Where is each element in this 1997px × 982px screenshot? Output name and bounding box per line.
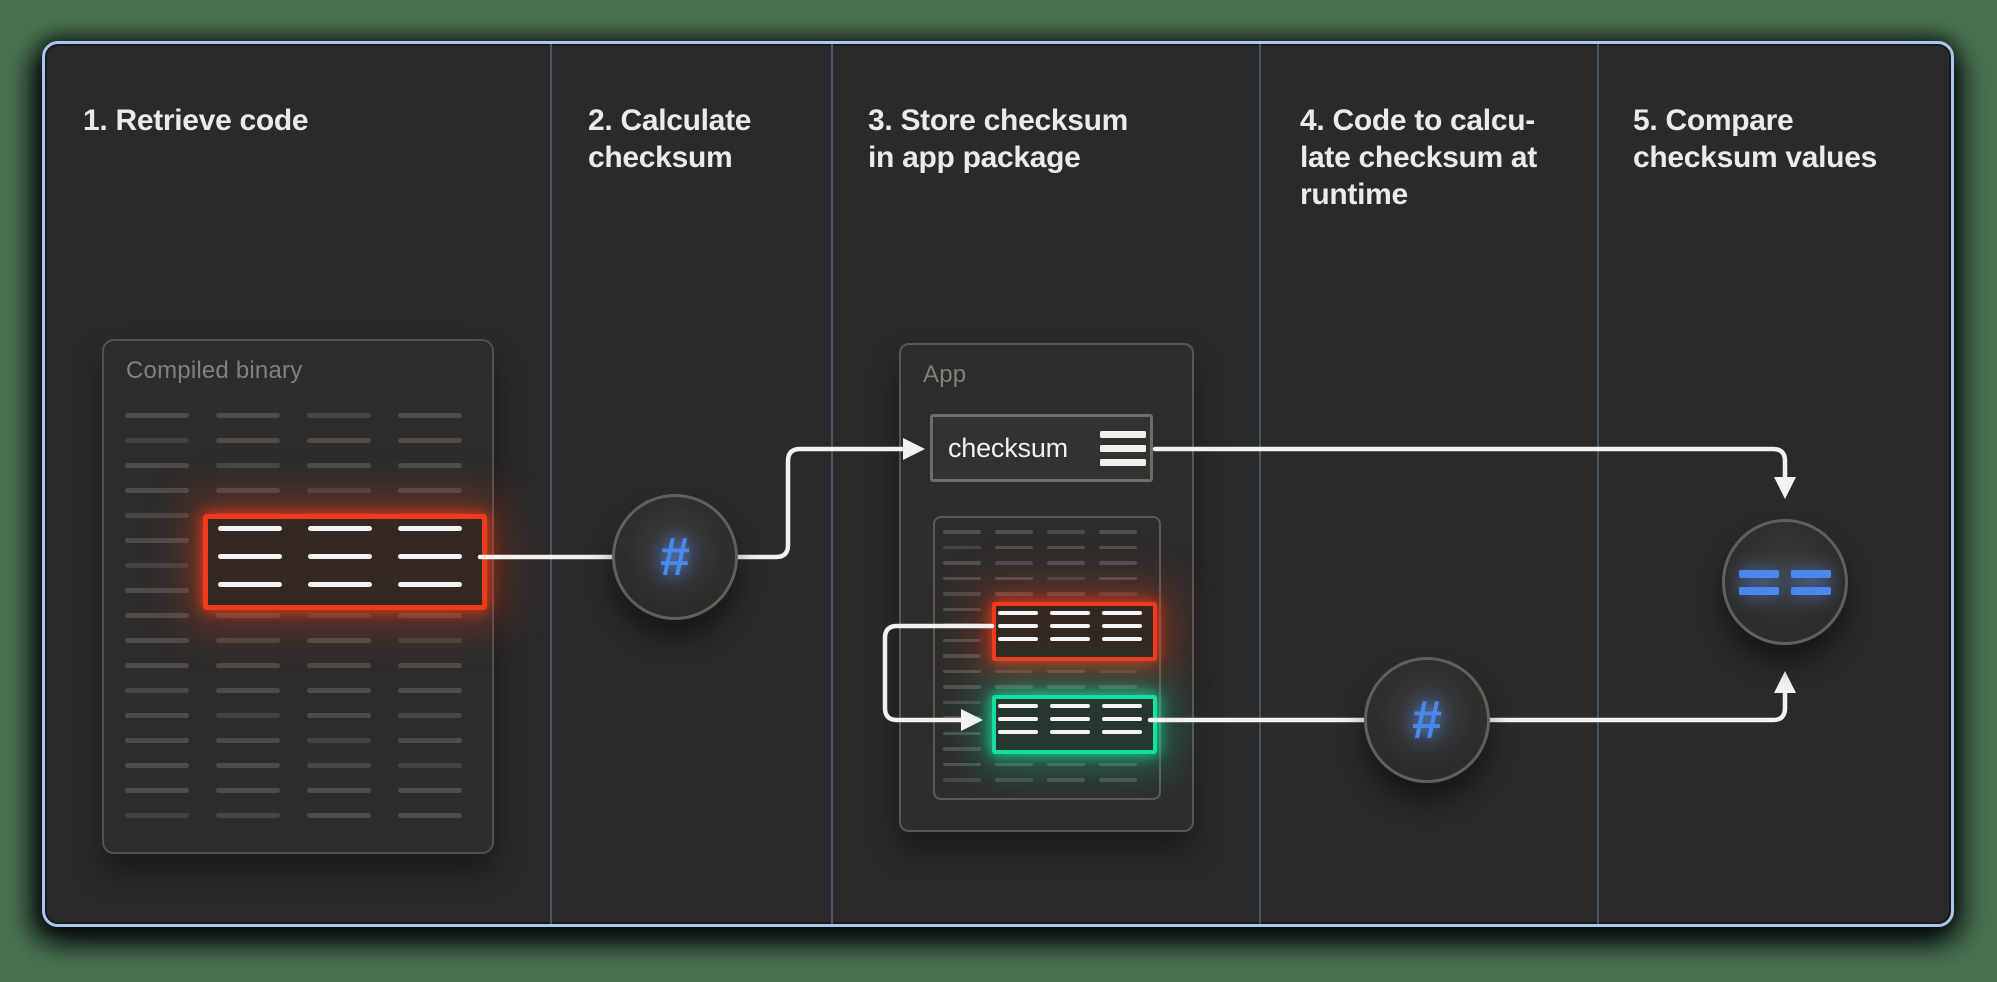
step-2-label: 2. Calculate checksum [588, 104, 752, 174]
step-5-label: 5. Compare checksum values [1633, 104, 1877, 174]
app-runtime-code-region [992, 695, 1157, 754]
equals-icon [1739, 569, 1831, 595]
hash-node-runtime: # [1364, 657, 1490, 783]
wire-checksum-to-compare [1152, 446, 1788, 480]
stored-checksum-box: checksum [930, 414, 1153, 482]
arrowhead-into-compare-top [1774, 477, 1796, 499]
hash-node-build: # [612, 494, 738, 620]
menu-icon [1100, 430, 1146, 466]
app-green-highlight-lines [996, 699, 1144, 739]
compiled-binary-card: Compiled binary [102, 339, 494, 854]
column-divider-1 [550, 44, 552, 924]
binary-highlight-code-lines [208, 519, 472, 594]
column-divider-2 [831, 44, 833, 924]
checksum-flow-panel: 1. Retrieve code 2. Calculate checksum 3… [42, 41, 1954, 927]
compiled-binary-title: Compiled binary [126, 357, 303, 384]
step-4-label: 4. Code to calcu- late checksum at runti… [1300, 104, 1537, 211]
app-card-title: App [923, 361, 967, 388]
step-3-label: 3. Store checksum in app package [868, 104, 1129, 174]
binary-highlighted-code-region [203, 514, 487, 610]
app-package-card: App checksum [899, 343, 1194, 832]
hash-icon: # [659, 527, 691, 587]
column-divider-3 [1259, 44, 1261, 924]
compare-node [1722, 519, 1848, 645]
checksum-label: checksum [948, 432, 1068, 463]
step-1-label: 1. Retrieve code [83, 104, 309, 137]
binary-code-lines [125, 413, 462, 818]
column-divider-4 [1597, 44, 1599, 924]
app-code-document [933, 516, 1161, 800]
arrowhead-into-compare-bottom [1774, 671, 1796, 693]
app-stored-code-region [992, 602, 1157, 661]
hash-icon: # [1411, 690, 1443, 750]
app-red-highlight-lines [996, 606, 1144, 646]
